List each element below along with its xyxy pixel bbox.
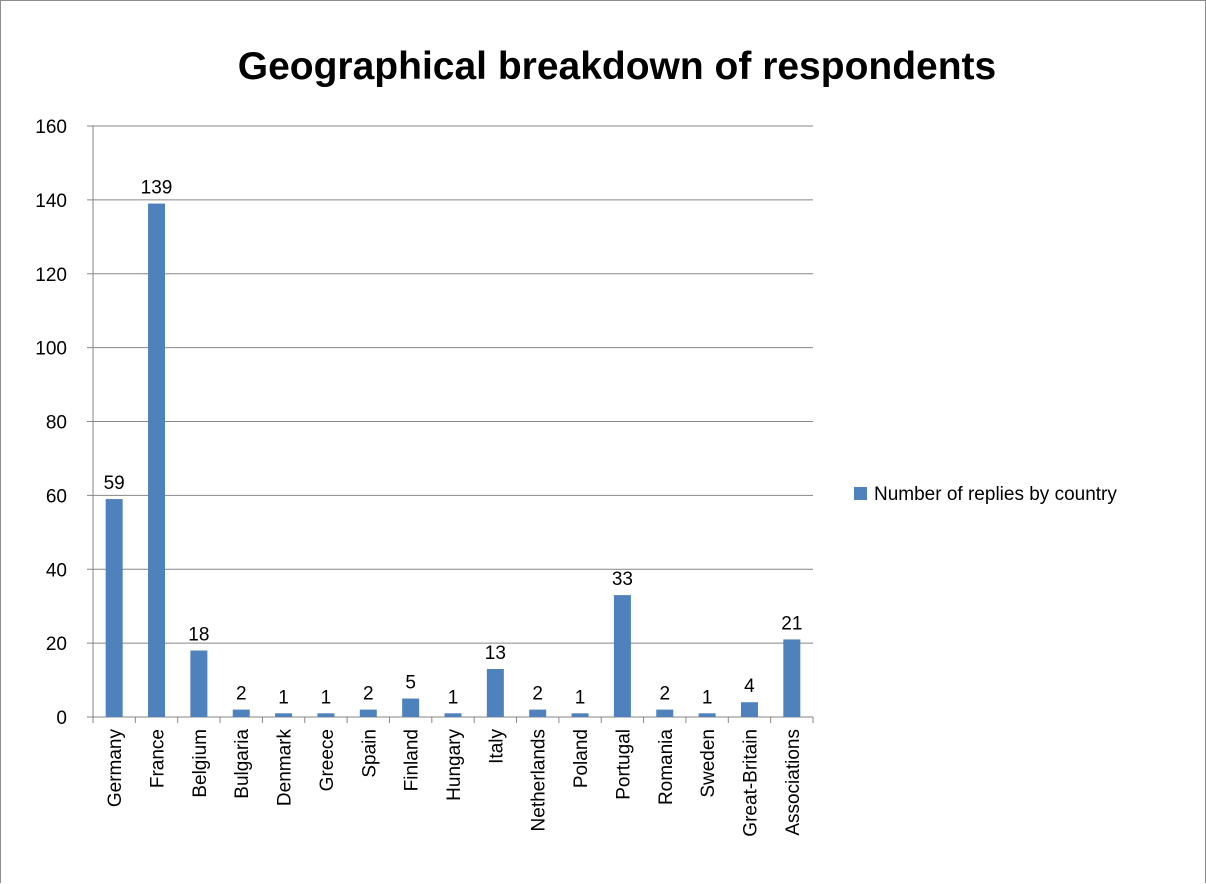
bar xyxy=(613,595,631,717)
data-label: 1 xyxy=(448,687,459,708)
bar xyxy=(190,650,208,717)
data-label: 4 xyxy=(744,676,755,697)
bar xyxy=(317,713,335,717)
bar xyxy=(529,709,547,717)
x-category-label: Poland xyxy=(571,729,592,788)
gridlines xyxy=(93,125,813,644)
x-category-label: Belgium xyxy=(190,729,211,798)
bar xyxy=(105,499,123,717)
bars xyxy=(105,203,801,718)
bar xyxy=(698,713,716,717)
x-category-label: Netherlands xyxy=(529,729,550,831)
legend-swatch xyxy=(854,487,867,500)
x-category-label: Bulgaria xyxy=(232,729,253,799)
bar xyxy=(571,713,589,717)
legend: Number of replies by country xyxy=(854,484,1117,505)
x-category-label: Portugal xyxy=(613,729,634,800)
data-label: 59 xyxy=(104,473,125,494)
data-label: 13 xyxy=(485,643,506,664)
data-label: 2 xyxy=(532,684,543,705)
data-label: 21 xyxy=(781,613,802,634)
bar xyxy=(275,713,293,717)
x-category-label: France xyxy=(148,729,169,788)
data-label: 1 xyxy=(321,687,332,708)
x-category-label: Associations xyxy=(783,729,804,836)
data-label: 5 xyxy=(405,673,416,694)
x-category-label: Denmark xyxy=(275,729,296,807)
bar xyxy=(656,709,674,717)
bar xyxy=(232,709,250,717)
y-tick-label: 160 xyxy=(35,117,67,138)
y-tick-label: 100 xyxy=(35,339,67,360)
x-category-label: Sweden xyxy=(698,729,719,798)
x-category-label: Hungary xyxy=(444,729,465,801)
y-tick-label: 20 xyxy=(46,634,67,655)
x-category-label: Spain xyxy=(359,729,380,778)
legend-label: Number of replies by country xyxy=(874,484,1117,505)
data-label: 1 xyxy=(278,687,289,708)
data-label: 2 xyxy=(363,684,374,705)
data-label: 1 xyxy=(575,687,586,708)
bar xyxy=(783,639,801,717)
x-category-label: Great-Britain xyxy=(740,729,761,837)
x-category-label: Italy xyxy=(486,729,507,764)
bar xyxy=(740,702,758,717)
bar xyxy=(486,668,504,717)
data-label: 1 xyxy=(702,687,713,708)
x-category-label: Romania xyxy=(656,729,677,805)
y-tick-label: 40 xyxy=(46,560,67,581)
data-label: 2 xyxy=(236,684,247,705)
bar xyxy=(359,709,377,717)
bar xyxy=(148,203,166,718)
data-label: 139 xyxy=(141,178,173,199)
x-category-label: Greece xyxy=(317,729,338,791)
y-tick-label: 80 xyxy=(46,413,67,434)
x-category-label: Germany xyxy=(105,729,126,808)
x-category-label: Finland xyxy=(402,729,423,791)
y-tick-label: 140 xyxy=(35,191,67,212)
y-tick-label: 60 xyxy=(46,486,67,507)
data-label: 18 xyxy=(188,625,209,646)
bar xyxy=(402,698,420,717)
data-label: 2 xyxy=(659,684,670,705)
y-tick-label: 120 xyxy=(35,265,67,286)
bar xyxy=(444,713,462,717)
data-label: 33 xyxy=(612,569,633,590)
y-tick-label: 0 xyxy=(56,708,67,729)
chart-title: Geographical breakdown of respondents xyxy=(238,45,996,88)
